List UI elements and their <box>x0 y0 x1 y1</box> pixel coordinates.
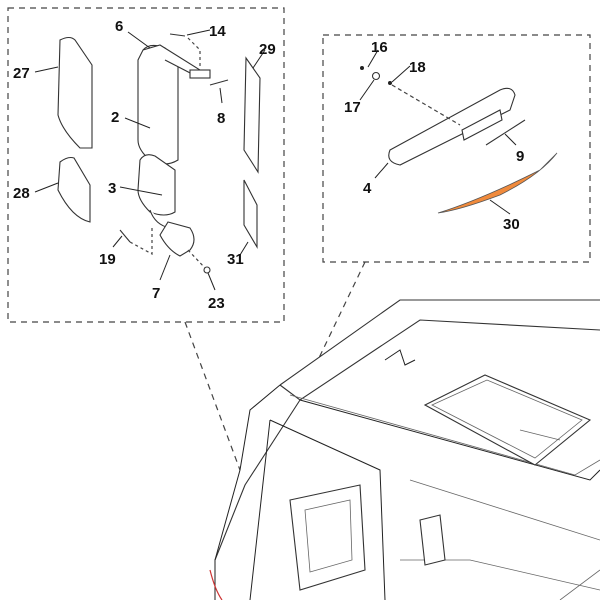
callout-18: 18 <box>409 59 426 76</box>
roof-logo <box>384 349 416 366</box>
callout-28: 28 <box>13 185 30 202</box>
callout-16: 16 <box>371 39 388 56</box>
callout-8: 8 <box>217 110 225 127</box>
mirror-detail-box <box>7 7 285 323</box>
callout-19: 19 <box>99 251 116 268</box>
part-27-mirror-glass <box>57 36 93 149</box>
callout-27: 27 <box>13 65 30 82</box>
part-8-clip <box>209 79 229 86</box>
part-29-glass <box>243 56 261 174</box>
callout-9: 9 <box>516 148 524 165</box>
leader-line-right <box>317 261 366 361</box>
callout-leaders <box>34 29 517 291</box>
callout-6: 6 <box>115 18 123 35</box>
part-30-seal-highlighted <box>437 152 558 214</box>
part-3-mirror-head <box>137 154 176 216</box>
part-31-glass <box>243 179 258 250</box>
part-28-mirror-glass <box>57 156 91 223</box>
callout-23: 23 <box>208 295 225 312</box>
part-7-base <box>159 221 195 257</box>
visor-detail-box <box>322 34 591 263</box>
callout-2: 2 <box>111 109 119 126</box>
callout-17: 17 <box>344 99 361 116</box>
leader-line-left <box>184 321 241 471</box>
callout-3: 3 <box>108 180 116 197</box>
callout-31: 31 <box>227 251 244 268</box>
part-4-visor <box>388 87 516 166</box>
visor-parts <box>360 66 558 214</box>
callout-14: 14 <box>209 23 226 40</box>
callout-7: 7 <box>152 285 160 302</box>
callout-29: 29 <box>259 41 276 58</box>
mirror-parts <box>57 33 261 274</box>
callout-30: 30 <box>503 216 520 233</box>
callout-4: 4 <box>363 180 372 197</box>
part-9-bracket <box>485 119 526 146</box>
truck-cab-drawing <box>209 299 600 600</box>
